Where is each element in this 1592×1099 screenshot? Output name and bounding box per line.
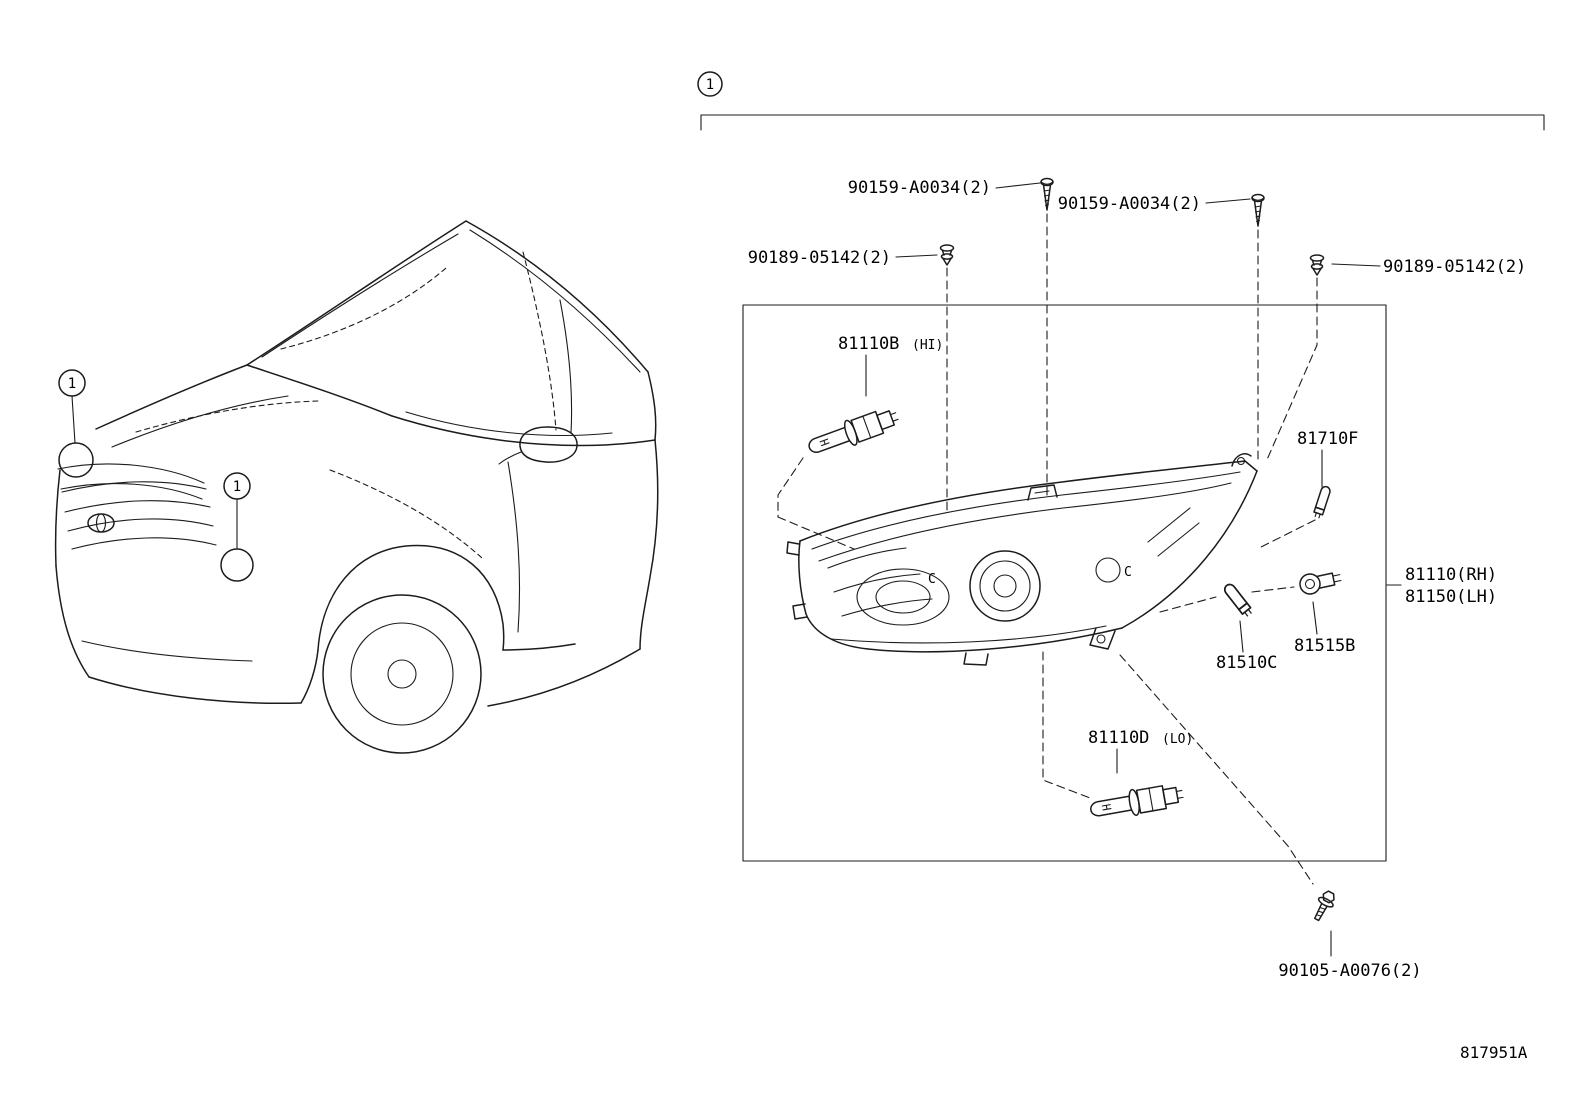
part-label-clip-left: 90189-05142(2)	[748, 248, 891, 268]
screw-icon-left	[1040, 177, 1054, 211]
vehicle-callout-upper: 1	[58, 369, 94, 478]
screw-icon-right	[1251, 193, 1265, 227]
part-label-clip-right: 90189-05142(2)	[1383, 257, 1526, 277]
cornering-bulb-icon	[1312, 484, 1332, 520]
detail-callout: 1	[697, 71, 723, 97]
part-label-hi-bulb: 81110B	[838, 334, 899, 354]
part-label-lo-bulb: 81110D	[1088, 728, 1149, 748]
detail-panel: 1	[697, 71, 1545, 1062]
part-labels: 90159-A0034(2) 90159-A0034(2) 90189-0514…	[748, 178, 1527, 981]
bolt-icon	[1308, 887, 1339, 924]
mount-tab-tip	[1231, 453, 1252, 467]
mount-tab-top	[1027, 484, 1058, 501]
callout-number: 1	[706, 77, 714, 93]
vehicle-callout-lower: 1	[220, 472, 254, 582]
part-label-lo-qualifier: (LO)	[1162, 732, 1193, 747]
part-label-assembly-rh: 81110(RH)	[1405, 565, 1497, 585]
headlamp-location-ring-left	[58, 442, 94, 478]
front-wheel	[322, 594, 482, 754]
vehicle-sketch	[54, 220, 659, 754]
mount-foot	[1089, 627, 1116, 650]
part-label-socket: 81515B	[1294, 636, 1355, 656]
bulb-socket-icon	[1297, 567, 1344, 597]
label-leaders	[865, 182, 1402, 957]
part-label-screw-left: 90159-A0034(2)	[848, 178, 991, 198]
part-label-cornering-bulb: 81710F	[1297, 429, 1358, 449]
diagram-code: 817951A	[1460, 1043, 1528, 1062]
reflector-bowl	[856, 568, 950, 626]
lo-beam-bulb-icon	[1087, 780, 1186, 824]
marking-c-left: C	[928, 572, 936, 587]
clip-icon-left	[939, 244, 955, 266]
hi-beam-bulb-icon	[804, 403, 903, 461]
part-label-hi-qualifier: (HI)	[912, 338, 943, 353]
headlamp-location-ring-right	[220, 548, 254, 582]
marking-c-right: C	[1124, 565, 1132, 580]
callout-number: 1	[68, 376, 76, 392]
headlamp-assembly: C C	[786, 453, 1258, 666]
part-label-signal-bulb: 81510C	[1216, 653, 1277, 673]
callout-number: 1	[233, 479, 241, 495]
part-label-assembly-lh: 81150(LH)	[1405, 587, 1497, 607]
detail-box	[742, 304, 1387, 862]
group-bracket	[700, 114, 1545, 131]
assembly-leaders	[777, 213, 1318, 885]
part-label-screw-right: 90159-A0034(2)	[1058, 194, 1201, 214]
clip-icon-right	[1309, 254, 1325, 276]
signal-bulb-icon	[1221, 581, 1255, 619]
projector-lens	[969, 550, 1041, 622]
part-label-bolt: 90105-A0076(2)	[1278, 961, 1421, 981]
side-mirror	[519, 426, 578, 463]
